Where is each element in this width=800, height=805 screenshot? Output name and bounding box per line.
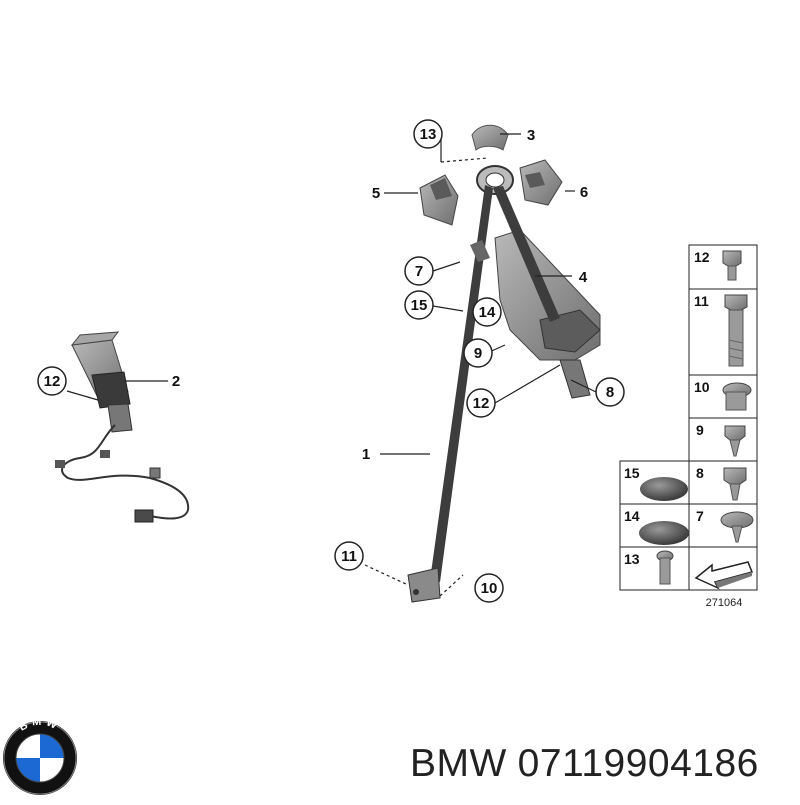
callout-3: 3 (527, 127, 535, 144)
svg-text:13: 13 (624, 551, 640, 567)
legend-item-7: 7 (696, 508, 754, 543)
callout-7: 7 (404, 256, 434, 286)
seat-belt-buckle (55, 331, 190, 523)
svg-text:9: 9 (696, 422, 704, 438)
callout-2: 2 (172, 373, 180, 390)
callout-11: 11 (334, 541, 364, 571)
svg-text:7: 7 (696, 508, 704, 524)
leader-lines (66, 133, 597, 597)
svg-text:14: 14 (624, 508, 640, 524)
svg-text:8: 8 (696, 465, 704, 481)
legend-item-8: 8 (696, 465, 747, 501)
callout-8: 8 (595, 377, 625, 407)
legend-item-14: 14 (624, 508, 689, 545)
seat-belt-webbing (407, 185, 560, 603)
callout-10: 10 (474, 573, 504, 603)
svg-text:5: 5 (372, 185, 380, 202)
svg-text:9: 9 (474, 345, 482, 362)
callout-15: 15 (404, 290, 434, 320)
svg-text:7: 7 (415, 263, 423, 280)
part-number: 07119904186 (517, 742, 759, 785)
svg-text:3: 3 (527, 127, 535, 144)
right-trim-cover (519, 159, 563, 206)
hardware-legend: 12 11 10 9 15 (619, 244, 758, 609)
callout-4: 4 (579, 269, 588, 286)
svg-text:10: 10 (481, 580, 498, 597)
svg-text:12: 12 (473, 395, 490, 412)
svg-text:12: 12 (694, 249, 710, 265)
callout-6: 6 (580, 184, 588, 201)
callout-13: 13 (413, 119, 443, 149)
legend-item-11: 11 (694, 293, 748, 367)
legend-item-10: 10 (694, 379, 752, 411)
svg-text:10: 10 (694, 379, 710, 395)
brand-part-number: BMW 07119904186 (410, 736, 795, 792)
svg-text:8: 8 (606, 384, 614, 401)
legend-item-9: 9 (696, 422, 746, 457)
top-cover-cap (471, 124, 509, 151)
svg-text:12: 12 (44, 373, 61, 390)
svg-text:15: 15 (411, 297, 428, 314)
svg-text:11: 11 (341, 548, 357, 565)
svg-text:13: 13 (420, 126, 437, 143)
svg-text:4: 4 (579, 269, 588, 286)
callout-9: 9 (463, 338, 493, 368)
legend-item-15: 15 (624, 465, 688, 501)
legend-item-12: 12 (694, 249, 742, 281)
svg-text:6: 6 (580, 184, 588, 201)
callout-1: 1 (362, 446, 370, 463)
svg-text:1: 1 (362, 446, 370, 463)
svg-text:14: 14 (479, 304, 496, 321)
callout-14: 14 (472, 297, 502, 327)
svg-text:11: 11 (694, 293, 709, 309)
legend-item-13: 13 (624, 550, 674, 585)
bmw-logo: BMW (3, 716, 77, 795)
svg-text:15: 15 (624, 465, 640, 481)
svg-text:2: 2 (172, 373, 180, 390)
callout-5: 5 (372, 185, 380, 202)
diagram-code: 271064 (706, 597, 743, 609)
brand-name: BMW (410, 742, 507, 785)
callout-12-bracket: 12 (466, 388, 496, 418)
callout-12-buckle: 12 (37, 366, 67, 396)
direction-arrow-icon (694, 561, 754, 590)
left-trim-cover (419, 174, 459, 226)
